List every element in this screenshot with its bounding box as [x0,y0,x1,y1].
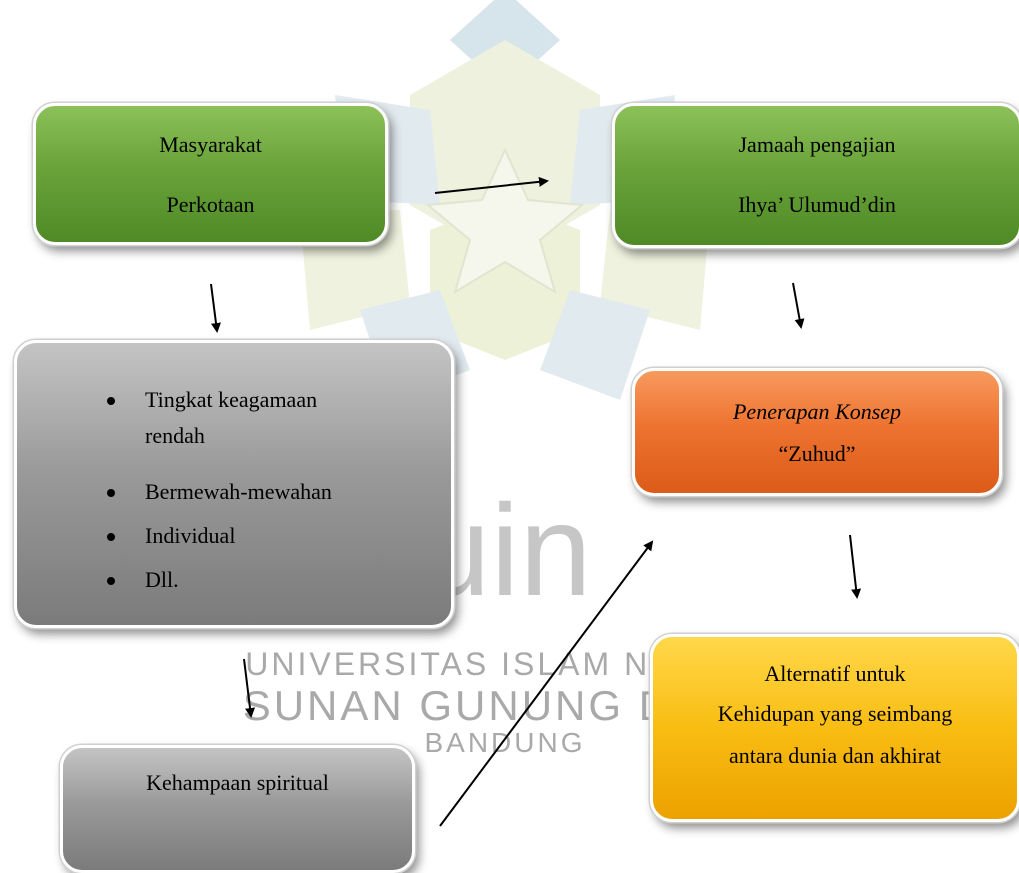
list-item-text: Dll. [145,567,179,592]
list-item-text: Bermewah-mewahan [145,479,332,504]
bullet-icon [107,489,115,497]
node-jamaah-line1: Jamaah pengajian [738,132,896,157]
node-kehampaan-label: Kehampaan spiritual [146,770,329,795]
arrow-masyarakat-to-jamaah [434,176,549,194]
list-item-text: Tingkat keagamaan [145,387,318,412]
bullet-icon [107,533,115,541]
node-masyarakat-line1: Masyarakat [159,132,262,157]
node-alternatif-line2: Kehidupan yang seimbang [717,701,953,726]
node-jamaah-pengajian: Jamaah pengajian Ihya’ Ulumud’din [612,103,1019,248]
node-masyarakat-line2: Perkotaan [166,192,255,217]
node-alternatif: Alternatif untuk Kehidupan yang seimbang… [650,634,1019,822]
arrow-jamaah-to-penerapan [792,282,805,329]
node-masyarakat-perkotaan: Masyarakat Perkotaan [33,103,388,245]
list-item-text: rendah [145,423,205,448]
node-jamaah-line2: Ihya’ Ulumud’din [738,192,896,217]
node-penerapan-konsep: Penerapan Konsep “Zuhud” [632,368,1002,496]
node-alternatif-line3: antara dunia dan akhirat [729,743,941,768]
list-item-text: Individual [145,523,236,548]
arrow-karakteristik-to-kehampaan [243,658,255,718]
arrow-kehampaan-to-penerapan [439,540,654,827]
arrow-masyarakat-to-karakteristik [210,283,221,333]
bullet-icon [107,397,115,405]
node-alternatif-line1: Alternatif untuk [764,661,906,686]
node-kehampaan-spiritual: Kehampaan spiritual [60,745,415,873]
node-penerapan-line2: “Zuhud” [778,441,856,466]
arrow-penerapan-to-alternatif [849,534,862,599]
node-penerapan-line1: Penerapan Konsep [732,399,902,424]
bullet-icon [107,577,115,585]
node-karakteristik: Tingkat keagamaan rendah Bermewah-mewaha… [14,340,454,628]
